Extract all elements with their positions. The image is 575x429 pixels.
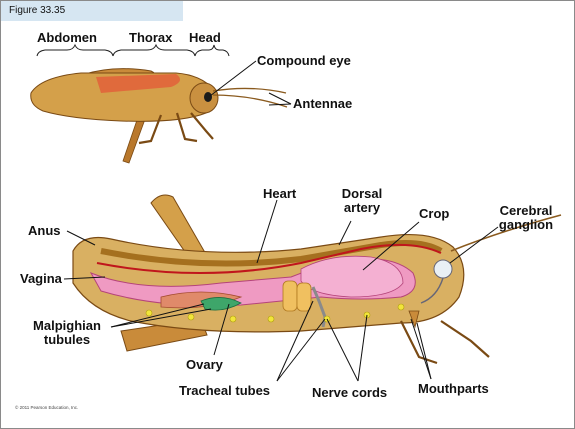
label-vagina: Vagina <box>20 272 62 286</box>
cerebral-ganglion-shape <box>434 260 452 278</box>
label-dorsal-artery: Dorsal artery <box>337 187 387 215</box>
label-malpighian-line2: tubules <box>21 333 113 347</box>
label-malpighian-tubules: Malpighian tubules <box>21 319 113 347</box>
label-tracheal-tubes: Tracheal tubes <box>179 384 270 398</box>
compound-eye-shape <box>204 92 212 102</box>
region-brackets <box>37 45 229 56</box>
thoracic-muscles <box>283 281 311 311</box>
label-crop: Crop <box>419 207 449 221</box>
label-antennae: Antennae <box>293 97 352 111</box>
label-anus: Anus <box>28 224 61 238</box>
label-head: Head <box>189 31 221 45</box>
label-cerebral-ganglion-line2: ganglion <box>495 218 557 232</box>
label-abdomen: Abdomen <box>37 31 97 45</box>
label-compound-eye: Compound eye <box>257 54 351 68</box>
label-dorsal-artery-line1: Dorsal <box>337 187 387 201</box>
label-heart: Heart <box>263 187 296 201</box>
label-nerve-cords: Nerve cords <box>312 386 387 400</box>
label-dorsal-artery-line2: artery <box>337 201 387 215</box>
external-grasshopper <box>31 69 287 163</box>
label-malpighian-line1: Malpighian <box>21 319 113 333</box>
antenna-1 <box>213 88 286 93</box>
label-mouthparts: Mouthparts <box>418 382 489 396</box>
cutaway-grasshopper <box>73 195 561 363</box>
copyright-notice: © 2011 Pearson Education, Inc. <box>15 405 78 410</box>
crop-shape <box>301 256 403 297</box>
label-ovary: Ovary <box>186 358 223 372</box>
label-cerebral-ganglion-line1: Cerebral <box>495 204 557 218</box>
label-cerebral-ganglion: Cerebral ganglion <box>495 204 557 232</box>
head <box>190 83 218 113</box>
label-thorax: Thorax <box>129 31 172 45</box>
